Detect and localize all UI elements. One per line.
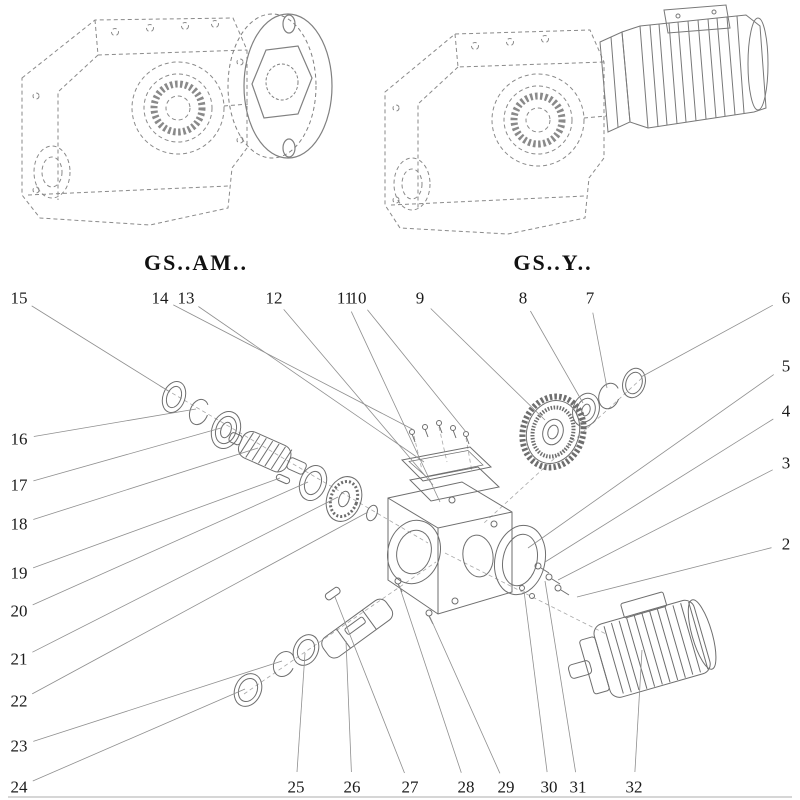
callout-20: 20 xyxy=(10,601,28,621)
leader-line-7 xyxy=(592,312,608,389)
callout-17: 17 xyxy=(10,475,28,495)
leader-line-20 xyxy=(32,481,309,606)
callout-29: 29 xyxy=(497,777,515,797)
variant-label-gsy: GS..Y.. xyxy=(513,250,593,275)
leader-line-27 xyxy=(334,596,405,774)
callout-8: 8 xyxy=(518,288,528,308)
part-output-shaft-26 xyxy=(321,598,394,659)
part-circlip-16 xyxy=(188,398,210,426)
part-circlip-23 xyxy=(272,650,296,678)
part-bearing-20 xyxy=(298,465,328,501)
callout-32: 32 xyxy=(625,777,643,797)
leader-line-3 xyxy=(557,469,773,581)
leader-line-5 xyxy=(527,374,774,549)
leader-line-24 xyxy=(32,688,246,782)
part-bearing-25 xyxy=(292,634,320,666)
exploded-view xyxy=(159,367,717,707)
part-gear-21 xyxy=(325,476,363,522)
callout-15: 15 xyxy=(10,288,28,308)
leader-line-21 xyxy=(32,496,339,653)
variant-label-gsam: GS..AM.. xyxy=(144,250,248,275)
leader-line-10 xyxy=(367,309,467,433)
callout-28: 28 xyxy=(457,777,475,797)
callout-11: 11 xyxy=(336,288,354,308)
callout-22: 22 xyxy=(10,691,28,711)
part-ring-22 xyxy=(366,504,378,522)
callout-23: 23 xyxy=(10,736,28,756)
part-bearing-8 xyxy=(572,392,600,428)
leader-line-12 xyxy=(283,309,434,486)
callout-5: 5 xyxy=(781,356,791,376)
callout-10: 10 xyxy=(349,288,367,308)
part-fasteners-3-30-31 xyxy=(519,562,570,599)
callout-16: 16 xyxy=(10,429,28,449)
leader-line-31 xyxy=(544,580,576,773)
leader-line-17 xyxy=(33,427,222,482)
callout-4: 4 xyxy=(781,401,791,421)
callout-31: 31 xyxy=(569,777,587,797)
part-gear-9 xyxy=(519,393,587,471)
leader-line-19 xyxy=(32,477,281,569)
part-gasket-12 xyxy=(408,466,501,502)
leader-line-14 xyxy=(173,304,415,431)
part-washer-24 xyxy=(233,673,263,707)
motor-gsy xyxy=(599,4,769,133)
leader-line-13 xyxy=(198,306,425,463)
callout-18: 18 xyxy=(10,514,28,534)
flange-gsam xyxy=(227,13,333,159)
callout-2: 2 xyxy=(781,534,791,554)
leader-line-30 xyxy=(523,590,548,773)
leader-line-28 xyxy=(398,584,462,773)
callout-26: 26 xyxy=(343,777,361,797)
part-circlip-7 xyxy=(598,382,620,410)
leader-line-16 xyxy=(33,408,197,437)
leader-line-29 xyxy=(429,616,501,774)
callout-9: 9 xyxy=(415,288,425,308)
callout-27: 27 xyxy=(401,777,419,797)
leader-line-9 xyxy=(430,308,546,421)
leader-line-25 xyxy=(296,652,306,773)
leader-line-4 xyxy=(544,418,774,563)
part-seal-15 xyxy=(161,381,187,413)
leader-line-22 xyxy=(32,511,369,695)
part-cover-plate-13 xyxy=(400,446,493,482)
part-ring-6 xyxy=(622,367,646,399)
leader-line-23 xyxy=(33,660,283,742)
callout-30: 30 xyxy=(540,777,558,797)
part-motor-32 xyxy=(567,591,717,698)
callout-21: 21 xyxy=(10,649,28,669)
leader-line-26 xyxy=(345,640,352,773)
callout-7: 7 xyxy=(585,288,595,308)
leader-line-15 xyxy=(31,305,171,393)
part-housing-11 xyxy=(387,481,513,615)
callout-12: 12 xyxy=(265,288,283,308)
part-worm-shaft-18 xyxy=(228,431,307,475)
callout-3: 3 xyxy=(781,453,791,473)
callout-24: 24 xyxy=(10,777,28,797)
callout-14: 14 xyxy=(151,288,169,308)
part-pin-27 xyxy=(324,586,341,601)
leader-line-32 xyxy=(634,649,643,773)
leader-line-2 xyxy=(576,547,772,598)
gearbox-view-gsy xyxy=(384,29,607,235)
leader-line-6 xyxy=(640,304,773,378)
callout-19: 19 xyxy=(10,563,28,583)
leader-line-11 xyxy=(350,311,441,503)
callout-25: 25 xyxy=(287,777,305,797)
callout-13: 13 xyxy=(177,288,195,308)
callout-6: 6 xyxy=(781,288,791,308)
leader-line-8 xyxy=(530,310,584,404)
part-key-19 xyxy=(275,473,291,485)
leader-line-18 xyxy=(33,447,259,520)
